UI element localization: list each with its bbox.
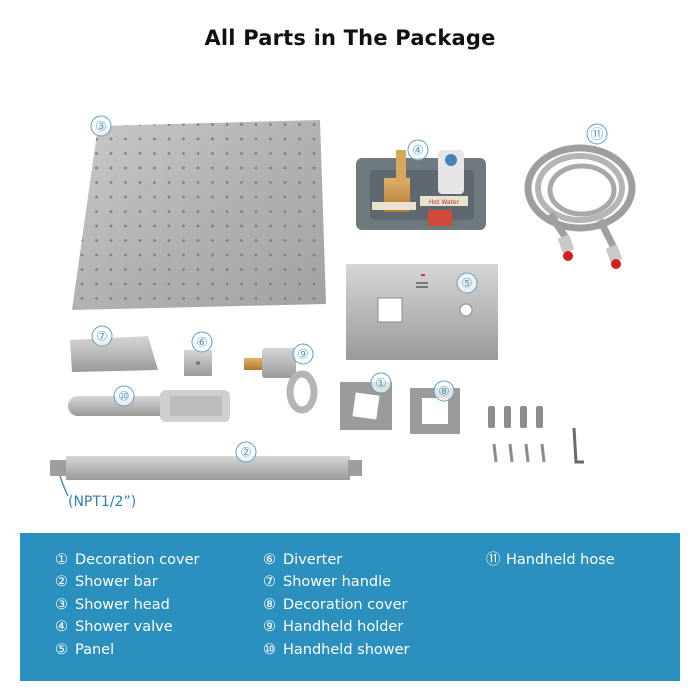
legend-label: Handheld holder xyxy=(283,619,404,636)
parts-legend: ① Decoration cover ② Shower bar ③ Shower he… xyxy=(20,533,680,681)
legend-number: ③ xyxy=(55,596,68,613)
legend-item: ⑨ Handheld holder xyxy=(263,616,410,638)
legend-item: ③ Shower head xyxy=(55,594,199,616)
svg-text:①: ① xyxy=(375,377,387,392)
badge-4: ④ xyxy=(407,139,429,161)
legend-item: ⑤ Panel xyxy=(55,639,199,661)
legend-number: ⑦ xyxy=(263,574,276,591)
svg-text:⑨: ⑨ xyxy=(297,348,309,363)
legend-label: Handheld hose xyxy=(506,552,615,568)
legend-item: ⑪ Handheld hose xyxy=(486,549,615,571)
svg-text:⑦: ⑦ xyxy=(96,330,108,345)
legend-item: ① Decoration cover xyxy=(55,549,199,571)
badge-7: ⑦ xyxy=(91,325,113,347)
legend-number: ⑪ xyxy=(486,552,501,568)
shower-valve: Hot Water xyxy=(356,150,486,230)
badge-1: ① xyxy=(370,372,392,394)
handheld-holder xyxy=(244,348,318,414)
parts-illustration: Hot Water xyxy=(50,115,636,497)
badge-9: ⑨ xyxy=(292,343,314,365)
decoration-cover-1 xyxy=(340,382,392,430)
legend-label: Handheld shower xyxy=(283,641,410,658)
legend-label: Shower bar xyxy=(75,574,158,591)
npt-thread-label: (NPT1/2”) xyxy=(68,494,137,510)
legend-column-3: ⑪ Handheld hose xyxy=(486,549,615,571)
legend-number: ⑥ xyxy=(263,552,276,568)
legend-item: ② Shower bar xyxy=(55,571,199,593)
legend-number: ⑩ xyxy=(263,641,276,658)
svg-text:⑥: ⑥ xyxy=(196,336,208,351)
svg-text:⑪: ⑪ xyxy=(590,128,603,143)
badge-10: ⑩ xyxy=(113,385,135,407)
svg-text:⑧: ⑧ xyxy=(438,385,450,400)
legend-number: ⑨ xyxy=(263,619,276,636)
legend-label: Panel xyxy=(75,641,115,658)
badge-8: ⑧ xyxy=(433,380,455,402)
legend-item: ⑧ Decoration cover xyxy=(263,594,410,616)
legend-item: ⑥ Diverter xyxy=(263,549,410,571)
legend-number: ④ xyxy=(55,619,68,636)
badge-11: ⑪ xyxy=(586,123,608,145)
svg-text:②: ② xyxy=(240,446,252,461)
shower-bar xyxy=(50,456,362,480)
diverter xyxy=(184,350,212,376)
legend-label: Diverter xyxy=(283,552,343,568)
svg-text:④: ④ xyxy=(412,144,424,159)
legend-item: ⑦ Shower handle xyxy=(263,571,410,593)
legend-item: ④ Shower valve xyxy=(55,616,199,638)
svg-text:⑩: ⑩ xyxy=(118,390,130,405)
svg-text:⑤: ⑤ xyxy=(461,277,473,292)
legend-label: Shower head xyxy=(75,596,170,613)
screws-and-anchors xyxy=(488,406,584,464)
badge-2: ② xyxy=(235,441,257,463)
legend-column-2: ⑥ Diverter ⑦ Shower handle ⑧ Decoration cov… xyxy=(263,549,410,661)
page-title: All Parts in The Package xyxy=(204,26,496,50)
legend-number: ② xyxy=(55,574,68,591)
handheld-hose xyxy=(524,144,636,269)
legend-label: Shower handle xyxy=(283,574,392,591)
legend-column-1: ① Decoration cover ② Shower bar ③ Shower he… xyxy=(55,549,199,661)
shower-handle xyxy=(70,336,158,372)
badge-6: ⑥ xyxy=(191,331,213,353)
legend-number: ⑤ xyxy=(55,641,68,658)
legend-number: ① xyxy=(55,552,68,568)
legend-label: Decoration cover xyxy=(283,596,408,613)
svg-text:③: ③ xyxy=(95,120,107,135)
legend-number: ⑧ xyxy=(263,596,276,613)
legend-label: Decoration cover xyxy=(75,552,200,568)
handheld-shower xyxy=(68,390,230,422)
valve-label: Hot Water xyxy=(429,199,460,206)
shower-head xyxy=(72,120,326,310)
legend-item: ⑩ Handheld shower xyxy=(263,639,410,661)
badge-3: ③ xyxy=(90,115,112,137)
legend-label: Shower valve xyxy=(75,619,173,636)
badge-5: ⑤ xyxy=(456,272,478,294)
